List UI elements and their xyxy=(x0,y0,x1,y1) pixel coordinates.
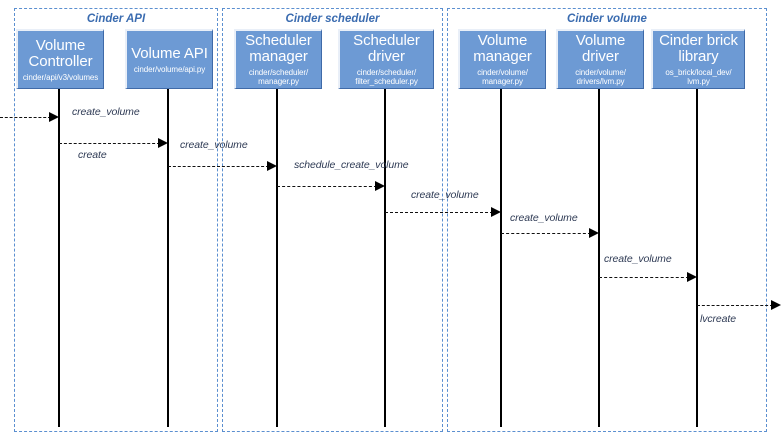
lifeline xyxy=(58,89,60,427)
message-label: create_volume xyxy=(180,139,248,151)
message-arrowhead xyxy=(267,161,277,171)
message-arrowhead xyxy=(375,181,385,191)
group-title: Cinder API xyxy=(86,13,146,25)
participant-name: Volume API xyxy=(131,44,208,62)
participant-name: Volume Controller xyxy=(28,36,93,70)
message-label: create_volume xyxy=(510,212,578,224)
participant-file-path: cinder/volume/manager.py xyxy=(477,68,528,86)
group-frame: Cinder volume xyxy=(447,8,767,432)
message-arrowhead xyxy=(771,300,781,310)
group-frame: Cinder scheduler xyxy=(222,8,443,432)
lifeline xyxy=(696,89,698,427)
participant-name: Scheduler driver xyxy=(353,32,420,65)
message-arrowhead xyxy=(491,207,501,217)
participant-box[interactable]: Scheduler driver cinder/scheduler/filter_… xyxy=(338,29,434,89)
message-label: schedule_create_volume xyxy=(294,159,409,171)
message-line xyxy=(599,277,689,278)
message-label: create_volume xyxy=(411,189,479,201)
message-line xyxy=(277,186,377,187)
participant-file-path: cinder/scheduler/manager.py xyxy=(248,68,309,86)
participant-name: Cinder brick library xyxy=(659,32,738,65)
message-arrowhead xyxy=(687,272,697,282)
message-line xyxy=(501,233,591,234)
participant-box[interactable]: Volume API cinder/volume/api.py xyxy=(125,29,213,89)
participant-name: Scheduler manager xyxy=(245,32,312,65)
message-arrowhead xyxy=(49,112,59,122)
lifeline xyxy=(384,89,386,427)
message-arrowhead xyxy=(158,138,168,148)
message-line xyxy=(59,143,160,144)
participant-box[interactable]: Volume manager cinder/volume/manager.py xyxy=(458,29,546,89)
message-line xyxy=(168,166,269,167)
message-label: create xyxy=(78,149,107,161)
participant-file-path: cinder/volume/api.py xyxy=(133,64,206,74)
participant-name: Volume manager xyxy=(473,32,532,65)
participant-box[interactable]: Cinder brick library os_brick/local_dev/l… xyxy=(651,29,745,89)
participant-file-path: cinder/volume/drivers/lvm.py xyxy=(575,68,626,86)
lifeline xyxy=(598,89,600,427)
participant-box[interactable]: Scheduler manager cinder/scheduler/manage… xyxy=(234,29,322,89)
message-line xyxy=(697,305,773,306)
participant-file-path: cinder/api/v3/volumes xyxy=(22,72,99,82)
participant-box[interactable]: Volume Controller cinder/api/v3/volumes xyxy=(16,29,104,89)
message-label: lvcreate xyxy=(700,313,736,325)
participant-box[interactable]: Volume driver cinder/volume/drivers/lvm.p… xyxy=(556,29,644,89)
participant-name: Volume driver xyxy=(575,32,626,65)
message-label: create_volume xyxy=(604,253,672,265)
lifeline xyxy=(167,89,169,427)
lifeline xyxy=(500,89,502,427)
lifeline xyxy=(276,89,278,427)
message-line xyxy=(385,212,493,213)
group-title: Cinder scheduler xyxy=(285,13,380,25)
message-arrowhead xyxy=(589,228,599,238)
participant-file-path: cinder/scheduler/filter_scheduler.py xyxy=(355,68,418,86)
group-title: Cinder volume xyxy=(567,13,647,25)
message-line xyxy=(0,117,51,118)
group-frame: Cinder API xyxy=(14,8,218,432)
participant-file-path: os_brick/local_dev/lvm.py xyxy=(665,68,732,86)
message-label: create_volume xyxy=(72,106,140,118)
